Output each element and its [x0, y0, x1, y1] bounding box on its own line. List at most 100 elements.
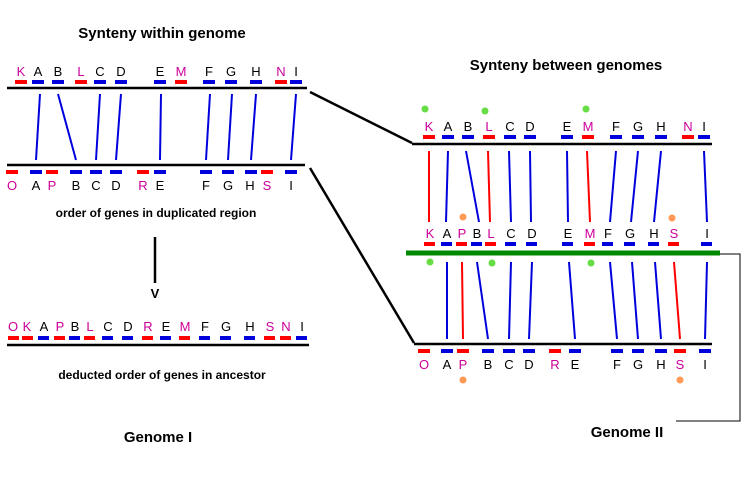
gene-marker — [503, 349, 515, 353]
gene-label: P — [48, 178, 57, 193]
gene-label: M — [180, 319, 191, 334]
gene-label: I — [289, 178, 293, 193]
title-synteny-between-genomes: Synteny between genomes — [470, 57, 663, 74]
synteny-link — [586, 150, 591, 223]
gene-marker — [457, 349, 469, 353]
gene-marker — [70, 170, 82, 174]
gene-marker — [264, 336, 275, 340]
marker-dot — [488, 259, 496, 267]
ancestor-row-markers — [8, 336, 307, 340]
gene-label: D — [524, 357, 533, 372]
gene-label: F — [201, 319, 209, 334]
synteny-link — [465, 150, 480, 223]
gene-marker — [137, 170, 149, 174]
gene-marker — [655, 135, 667, 139]
gene-marker — [632, 135, 644, 139]
gene-marker — [52, 80, 64, 84]
gene-label: L — [485, 119, 492, 134]
synteny-link — [35, 93, 41, 161]
gene-label: O — [419, 357, 429, 372]
gene-label: B — [473, 226, 482, 241]
gene-marker — [523, 349, 535, 353]
gene-label: I — [703, 357, 707, 372]
gene-marker — [280, 336, 291, 340]
gene-label: M — [585, 226, 596, 241]
gene-marker — [648, 242, 659, 246]
gene-marker — [701, 242, 712, 246]
gene-label: P — [458, 226, 467, 241]
gene-label: R — [550, 357, 559, 372]
gene-marker — [200, 170, 212, 174]
gene-label: G — [633, 357, 643, 372]
gene-marker — [526, 242, 537, 246]
gene-label: I — [294, 64, 298, 79]
gene-label: B — [464, 119, 473, 134]
caption-ancestor: deducted order of genes in ancestor — [58, 368, 266, 382]
gene-marker — [505, 242, 516, 246]
synteny-link — [290, 93, 297, 161]
gene-marker — [655, 349, 667, 353]
gene-marker — [15, 80, 27, 84]
synteny-link — [115, 93, 122, 161]
synteny-link — [508, 261, 512, 340]
gene-marker — [90, 170, 102, 174]
gene-marker — [203, 80, 215, 84]
gene-marker — [115, 80, 127, 84]
gene-marker — [569, 349, 581, 353]
gene-label: R — [138, 178, 147, 193]
synteny-link — [227, 93, 233, 161]
gene-marker — [179, 336, 190, 340]
gene-label: D — [111, 178, 120, 193]
gene-label: A — [443, 357, 452, 372]
gene-marker — [199, 336, 210, 340]
gene-label: F — [205, 64, 213, 79]
gene-label: G — [226, 64, 236, 79]
gene-label: G — [625, 226, 635, 241]
genome2-bottom-row-markers — [418, 349, 711, 353]
gene-label: A — [443, 226, 452, 241]
gene-label: M — [176, 64, 187, 79]
genome2-upper-links — [428, 150, 708, 223]
gene-marker — [296, 336, 307, 340]
gene-label: K — [23, 319, 32, 334]
gene-marker — [142, 336, 153, 340]
genome-2-bracket — [676, 253, 741, 422]
gene-marker — [122, 336, 133, 340]
gene-label: S — [670, 226, 679, 241]
marker-dot — [582, 105, 590, 113]
synteny-link — [57, 93, 77, 161]
gene-label: M — [583, 119, 594, 134]
synteny-link — [673, 261, 681, 340]
gene-label: E — [156, 178, 165, 193]
synteny-link — [704, 261, 708, 340]
gene-marker — [699, 349, 711, 353]
gene-label: L — [77, 64, 84, 79]
gene-marker — [222, 170, 234, 174]
synteny-link — [445, 150, 449, 223]
gene-marker — [584, 242, 595, 246]
gene-marker — [674, 349, 686, 353]
gene-marker — [471, 242, 482, 246]
bottom-orange-dots — [459, 376, 684, 384]
synteny-link — [529, 150, 532, 223]
gene-marker — [668, 242, 679, 246]
synteny-link — [95, 93, 101, 161]
synteny-link — [476, 261, 489, 340]
gene-label: S — [263, 178, 272, 193]
gene-label: P — [459, 357, 468, 372]
middle-orange-dots — [459, 213, 676, 222]
gene-label: B — [484, 357, 493, 372]
gene-marker — [69, 336, 80, 340]
marker-dot — [587, 259, 595, 267]
gene-marker — [22, 336, 33, 340]
gene-label: H — [649, 226, 658, 241]
gene-marker — [524, 135, 536, 139]
gene-marker — [244, 336, 255, 340]
marker-dot — [676, 376, 684, 384]
gene-marker — [698, 135, 710, 139]
gene-label: E — [571, 357, 580, 372]
gene-marker — [6, 170, 18, 174]
marker-dot — [421, 105, 429, 113]
genome1-synteny-links — [35, 93, 297, 161]
